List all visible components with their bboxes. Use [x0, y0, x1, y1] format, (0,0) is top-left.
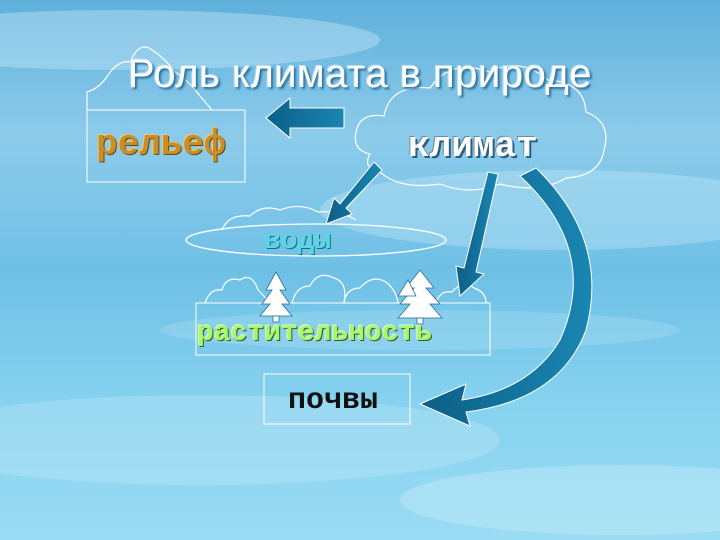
soil-box: [263, 373, 411, 425]
arrow-climate-to-water: [325, 161, 383, 225]
arrow-climate-to-vegetation: [455, 171, 499, 298]
relief-box: [86, 46, 246, 183]
node-soil: почвы: [288, 384, 379, 418]
climate-cloud: [354, 65, 607, 191]
tree-icon: [259, 271, 293, 323]
arrow-climate-to-relief: [265, 96, 345, 140]
node-vegetation: растительность: [197, 318, 433, 349]
node-relief: рельеф: [96, 124, 226, 165]
tree-icon: [397, 269, 443, 325]
page-title: Роль климата в природе: [127, 52, 593, 96]
node-water: воды: [264, 226, 332, 257]
arrow-climate-to-soil: [418, 167, 593, 427]
node-climate: климат: [408, 126, 538, 167]
